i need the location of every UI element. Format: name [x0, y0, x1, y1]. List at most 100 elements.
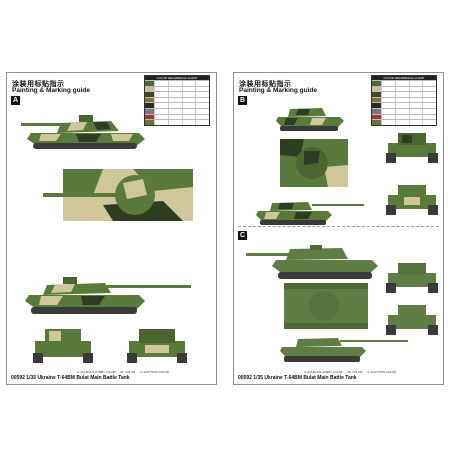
tank-side-view-camo-2 [25, 277, 191, 314]
color-reference-row [145, 91, 209, 97]
color-reference-cell [195, 81, 209, 86]
color-reference-cell [422, 86, 436, 92]
section-label-c: C [238, 231, 247, 240]
tank-gun-barrel-top [43, 193, 119, 197]
color-swatch [372, 103, 381, 108]
color-reference-cell [181, 108, 196, 114]
color-reference-row [372, 107, 436, 114]
color-reference-row [145, 80, 209, 86]
color-reference-cell [195, 97, 209, 103]
color-reference-table: COLOR REFERENCE CHART [371, 75, 437, 126]
color-reference-row [372, 113, 436, 120]
color-reference-cell [394, 92, 409, 97]
color-reference-cell [195, 120, 209, 125]
sheet-title-english: Painting & Marking guide [12, 87, 91, 94]
color-reference-cell [381, 114, 395, 120]
color-swatch [145, 97, 154, 103]
color-swatch [372, 81, 381, 86]
tank-b-front-view [386, 133, 438, 163]
color-reference-cell [422, 97, 436, 103]
color-reference-row [372, 96, 436, 103]
color-reference-cell [408, 103, 423, 108]
color-reference-row [145, 85, 209, 92]
color-reference-cell [154, 97, 168, 103]
color-reference-cell [195, 86, 209, 92]
section-label-a: A [11, 96, 20, 105]
color-reference-cell [394, 97, 409, 103]
color-reference-cell [181, 86, 196, 92]
color-reference-cell [167, 114, 182, 120]
paint-legend: H: AQUEOUS HOBBY COLOR Mr. COLOR A: ACRY… [77, 370, 169, 374]
color-reference-cell [408, 86, 423, 92]
tank-c-top-view [284, 283, 368, 329]
tank-rear-view-camo [127, 329, 187, 363]
sheet-title-chinese: 涂装用标贴指示 [12, 80, 65, 88]
color-swatch [372, 86, 381, 92]
sheet-title-english: Painting & Marking guide [239, 87, 318, 94]
legend-acrysion: A: ACRYSION COLOR [367, 370, 396, 374]
color-reference-cell [422, 120, 436, 125]
color-reference-cell [394, 81, 409, 86]
color-reference-cell [422, 103, 436, 108]
painting-guide-sheet-left: 涂装用标贴指示 Painting & Marking guide COLOR R… [6, 72, 217, 385]
color-swatch [145, 120, 154, 125]
tank-top-view-camo [43, 169, 193, 221]
color-reference-cell [154, 81, 168, 86]
sheet-footer: 00592 1/35 Ukraine T-64BM Bulat Main Bat… [238, 375, 357, 381]
tank-track [33, 143, 137, 149]
color-reference-cell [167, 86, 182, 92]
color-reference-cell [167, 92, 182, 97]
color-swatch [145, 81, 154, 86]
color-reference-cell [195, 114, 209, 120]
tank-c-front-view [386, 263, 438, 293]
color-reference-cell [154, 92, 168, 97]
legend-mr-color: Mr. COLOR [347, 370, 363, 374]
color-reference-cell [154, 114, 168, 120]
color-swatch [372, 114, 381, 120]
color-reference-cell [167, 120, 182, 125]
color-reference-cell [394, 120, 409, 125]
color-reference-cell [154, 108, 168, 114]
color-reference-cell [181, 114, 196, 120]
color-reference-row [145, 119, 209, 125]
section-label-b: B [238, 96, 247, 105]
tank-c-side-view-2 [280, 338, 408, 362]
color-reference-cell [154, 103, 168, 108]
color-swatch [372, 120, 381, 125]
color-reference-cell [394, 86, 409, 92]
paint-legend: H: AQUEOUS HOBBY COLOR Mr. COLOR A: ACRY… [304, 370, 396, 374]
tank-b-top-view [280, 139, 348, 187]
color-reference-cell [381, 81, 395, 86]
color-reference-cell [408, 81, 423, 86]
tank-c-side-view [246, 245, 378, 279]
color-reference-cell [381, 120, 395, 125]
color-reference-rows [145, 80, 209, 125]
color-swatch [145, 114, 154, 120]
tank-gun-barrel-2 [105, 285, 191, 288]
color-reference-cell [381, 86, 395, 92]
color-reference-cell [181, 120, 196, 125]
color-swatch [145, 86, 154, 92]
sheet-footer: 00592 1/35 Ukraine T-64BM Bulat Main Bat… [11, 375, 130, 381]
tank-gun-barrel [21, 123, 63, 126]
color-reference-cell [394, 114, 409, 120]
tank-b-side-view [276, 108, 344, 131]
color-reference-cell [381, 103, 395, 108]
color-reference-row [145, 107, 209, 114]
color-reference-table: COLOR REFERENCE CHART [144, 75, 210, 126]
color-reference-row [372, 91, 436, 97]
color-reference-row [372, 85, 436, 92]
color-reference-cell [181, 97, 196, 103]
color-reference-cell [181, 92, 196, 97]
sheet-title-chinese: 涂装用标贴指示 [239, 80, 292, 88]
color-reference-row [372, 80, 436, 86]
color-reference-rows [372, 80, 436, 125]
color-swatch [372, 92, 381, 97]
color-reference-cell [422, 108, 436, 114]
color-reference-cell [394, 103, 409, 108]
tank-front-view-camo [33, 329, 93, 363]
color-reference-cell [408, 92, 423, 97]
color-swatch [145, 103, 154, 108]
color-reference-cell [381, 92, 395, 97]
tank-b-rear-view [386, 185, 438, 215]
